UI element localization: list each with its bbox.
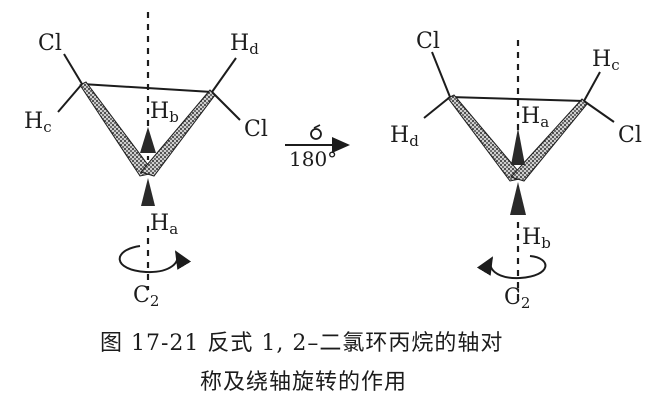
right-wedge-h-center [511, 128, 525, 165]
right-bond-h-top-right [583, 71, 601, 102]
left-bond-cl-top-left [63, 53, 83, 85]
right-bond-cl-right [583, 100, 615, 123]
right-h-center: Ha [521, 104, 549, 131]
rotation-symbol-tick-icon [313, 124, 321, 129]
left-ring-front-bond-left [79, 81, 155, 177]
left-ring-back-bond [81, 83, 213, 93]
right-cl-top-left: Cl [416, 29, 440, 54]
right-h-top-right: Hc [592, 47, 620, 74]
rotation-symbol-icon [310, 128, 322, 140]
left-bond-h-top-right [211, 57, 237, 93]
left-h-bottom: Ha [150, 211, 178, 238]
right-bond-h-left [423, 96, 451, 119]
right-h-bottom: Hb [522, 225, 551, 252]
left-h-top-right: Hd [230, 31, 259, 58]
right-ring-back-bond [449, 96, 585, 102]
rotation-operation: 180° [285, 124, 350, 171]
right-bond-cl-top-left [431, 51, 451, 98]
left-h-center: Hb [150, 99, 179, 126]
rotation-angle-label: 180° [289, 147, 337, 171]
right-h-left: Hd [390, 123, 419, 150]
right-molecule: Cl Hc Hd Ha Cl Hb C2 [390, 29, 642, 312]
caption-line-1: 图 17-21 反式 1, 2–二氯环丙烷的轴对 [100, 331, 503, 356]
right-ring-front-bond-left [447, 94, 525, 182]
left-wedge-h-center [140, 127, 156, 153]
left-rotation-arrow [118, 245, 192, 274]
caption-line-2: 称及绕轴旋转的作用 [200, 370, 407, 395]
left-wedge-h-bottom [141, 178, 155, 206]
left-c2-label: C2 [133, 283, 159, 310]
right-cl-right: Cl [618, 123, 642, 148]
right-wedge-h-bottom [510, 182, 526, 215]
left-cl-top-left: Cl [38, 31, 62, 56]
left-bond-cl-right [211, 91, 241, 121]
left-molecule: Cl Hd Hc Hb Cl Ha C2 [24, 12, 268, 310]
left-bond-h-left [57, 83, 83, 113]
left-h-left: Hc [24, 109, 52, 136]
right-c2-label: C2 [504, 285, 530, 312]
right-rotation-arrow [476, 255, 547, 280]
left-cl-right: Cl [244, 117, 268, 142]
